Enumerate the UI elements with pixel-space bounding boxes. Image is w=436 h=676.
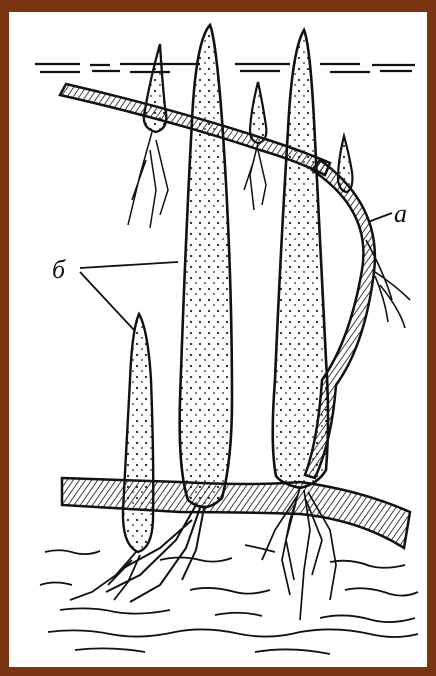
young-shoot-right [338, 136, 352, 192]
label-b-leaders [80, 262, 178, 330]
rhizome-illustration: а б [9, 12, 427, 667]
label-a: а [394, 199, 407, 228]
ground-substrate [40, 545, 418, 654]
lower-rhizome [62, 478, 410, 548]
water-surface-line [35, 64, 415, 72]
label-b: б [52, 255, 66, 284]
tall-shoot-right [262, 30, 336, 620]
illustration-canvas: а б [9, 12, 427, 667]
short-shoot-left [70, 314, 153, 600]
label-a-leader [368, 213, 392, 222]
